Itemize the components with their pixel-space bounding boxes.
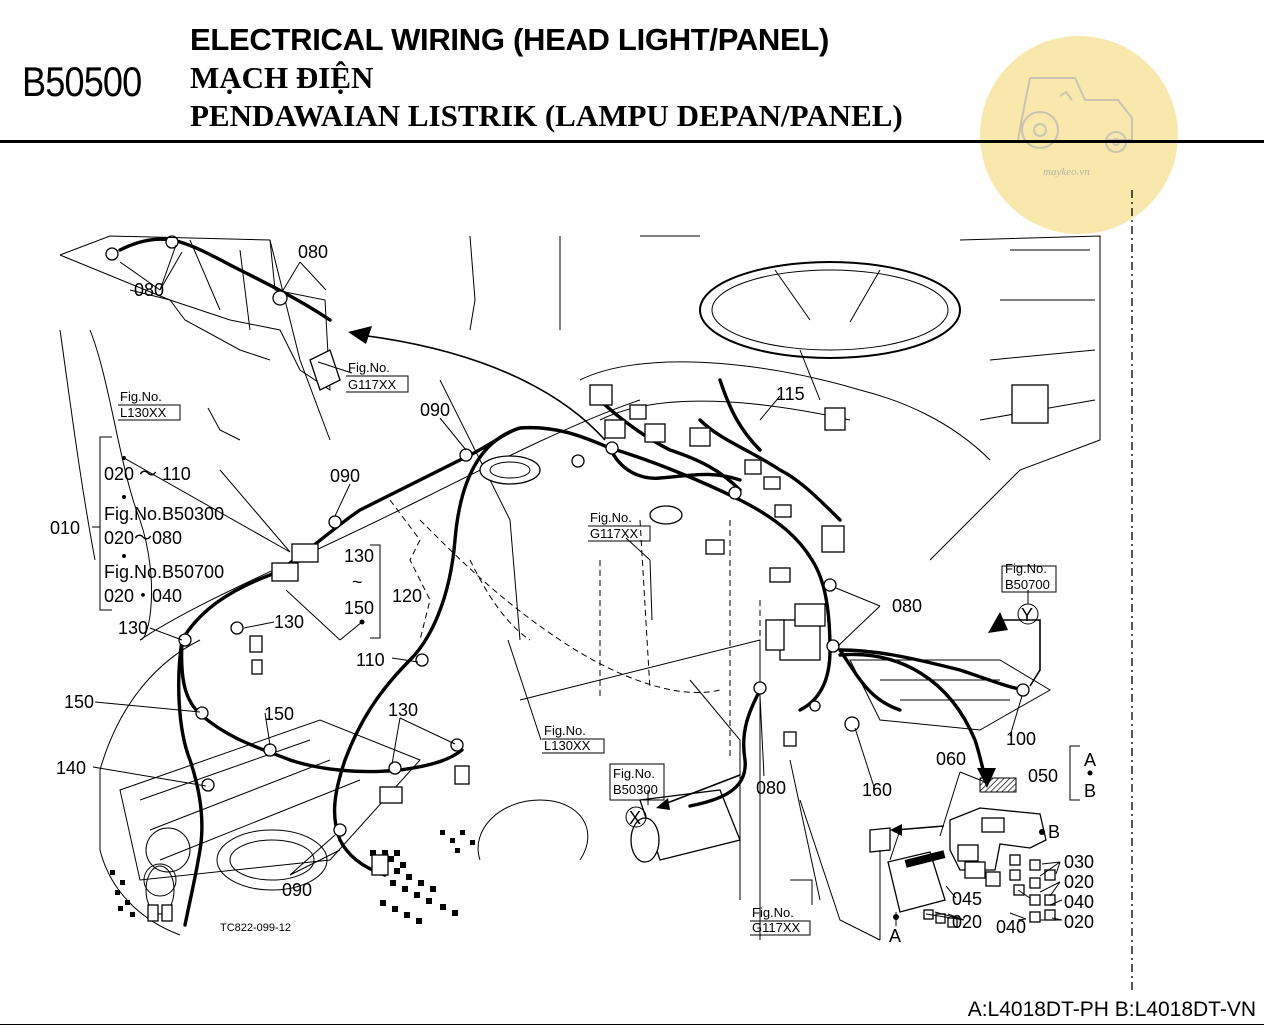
header-rule — [0, 140, 1264, 143]
label-B-side: B — [1084, 781, 1096, 801]
bottom-rule — [0, 1024, 1264, 1025]
note-fig-b50700: Fig.No.B50700 — [104, 562, 224, 582]
fig-b50300: B50300 — [613, 782, 658, 797]
fig-b50700-label: Fig.No. — [1005, 561, 1047, 576]
title-english: ELECTRICAL WIRING (HEAD LIGHT/PANEL) — [190, 22, 830, 57]
reference-arrows — [348, 326, 1041, 836]
label-Y: Y — [1021, 605, 1033, 625]
fig-g117-bot-label: Fig.No. — [752, 905, 794, 920]
fig-l130-mid: L130XX — [544, 738, 591, 753]
logo-text: maykeo.vn — [1043, 166, 1090, 178]
callout-160: 160 — [862, 780, 892, 800]
fig-b50700: B50700 — [1005, 577, 1050, 592]
callout-090c: 090 — [282, 880, 312, 900]
fig-g117-top-label: Fig.No. — [348, 360, 390, 375]
fig-l130-top-label: Fig.No. — [120, 389, 162, 404]
callout-130c: 130 — [388, 700, 418, 720]
label-A-bottom: A — [889, 926, 901, 946]
callout-045: 045 — [952, 889, 982, 909]
callout-020a: 020 — [952, 912, 982, 932]
callout-130a: 130 — [118, 618, 148, 638]
callout-090b: 090 — [330, 466, 360, 486]
callout-080a: 080 — [298, 242, 328, 262]
callout-050: 050 — [1028, 766, 1058, 786]
label-X: X — [629, 808, 641, 828]
maykeo-logo — [980, 36, 1178, 234]
leader-lines — [92, 244, 1063, 926]
callout-120: 120 — [392, 586, 422, 606]
callout-100: 100 — [1006, 729, 1036, 749]
callout-115: 115 — [776, 384, 805, 404]
fig-g117-bot: G117XX — [752, 920, 801, 935]
fig-g117-mid: G117XX — [590, 526, 639, 541]
note-020-080: 020～080 — [104, 528, 182, 548]
callout-020b: 020 — [1064, 872, 1094, 892]
callout-080b: 080 — [134, 280, 164, 300]
callout-010: 010 — [50, 518, 80, 538]
callout-030: 030 — [1064, 852, 1094, 872]
wiring-harness — [118, 237, 1027, 927]
range-130: 130 — [344, 546, 374, 566]
connectors — [105, 235, 1030, 922]
label-B-box: B — [1048, 822, 1060, 842]
callout-labels: 080 080 090 090 115 080 120 110 130 130 … — [50, 242, 1096, 946]
fig-ref-boxes — [118, 375, 1057, 936]
callout-040b: 040 — [1064, 892, 1094, 912]
callout-130b: 130 — [274, 612, 304, 632]
drawing-number: TC822-099-12 — [220, 922, 291, 934]
callout-150b: 150 — [264, 704, 294, 724]
title-vietnamese: MẠCH ĐIỆN — [190, 60, 374, 95]
callout-140: 140 — [56, 758, 86, 778]
fuse-box-exploded — [869, 777, 1056, 928]
fig-ref-labels: Fig.No. G117XX Fig.No. L130XX Fig.No. G1… — [120, 360, 1050, 935]
callout-090a: 090 — [420, 400, 450, 420]
fig-g117-top: G117XX — [348, 377, 397, 392]
notes-bracket — [92, 436, 1093, 920]
callout-110: 110 — [356, 650, 385, 670]
label-A-side: A — [1084, 750, 1096, 770]
model-footer: A:L4018DT-PH B:L4018DT-VN — [967, 998, 1256, 1021]
inset-hood-bracket — [59, 235, 341, 391]
fig-l130-mid-label: Fig.No. — [544, 723, 586, 738]
callout-060: 060 — [936, 749, 966, 769]
callout-080c: 080 — [892, 596, 922, 616]
title-indonesian: PENDAWAIAN LISTRIK (LAMPU DEPAN/PANEL) — [190, 98, 903, 133]
page-code: B50500 — [22, 58, 142, 105]
callout-150a: 150 — [64, 692, 94, 712]
fig-b50300-label: Fig.No. — [613, 766, 655, 781]
fig-g117-mid-label: Fig.No. — [590, 510, 632, 525]
callout-020c: 020 — [1064, 912, 1094, 932]
note-020-110: 020 ～ 110 — [104, 464, 191, 484]
note-fig-b50300: Fig.No.B50300 — [104, 504, 224, 524]
callout-080d: 080 — [756, 778, 786, 798]
fig-l130-top: L130XX — [120, 405, 167, 420]
callout-040a: 040 — [996, 917, 1026, 937]
range-tilde: ~ — [352, 572, 363, 592]
range-150: 150 — [344, 598, 374, 618]
tractor-body-outline — [59, 235, 1101, 941]
note-020-040: 020・040 — [104, 586, 182, 606]
